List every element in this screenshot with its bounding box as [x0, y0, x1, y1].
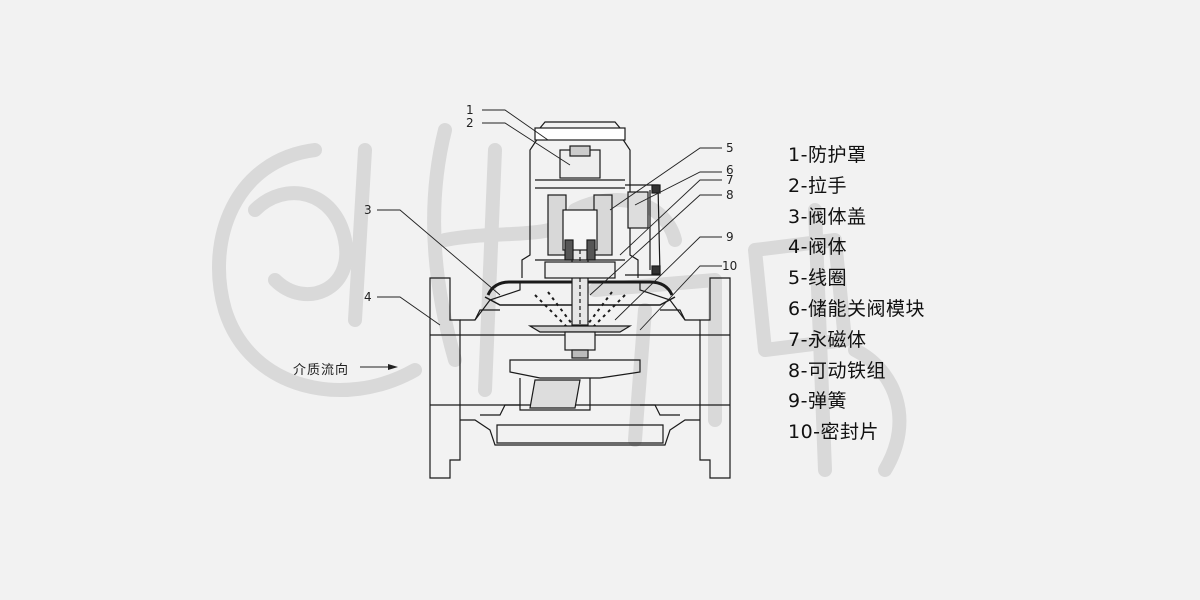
legend-item: 6-储能关阀模块 [788, 297, 925, 320]
callout-2: 2 [466, 116, 474, 130]
callout-1: 1 [466, 103, 474, 117]
callout-8: 8 [726, 188, 734, 202]
leader-10 [639, 265, 722, 331]
parts-legend: 1-防护罩 2-拉手 3-阀体盖 4-阀体 5-线圈 6-储能关阀模块 7-永磁… [788, 140, 925, 448]
legend-item: 10-密封片 [788, 421, 880, 444]
legend-item: 1-防护罩 [788, 144, 867, 166]
legend-item: 9-弹簧 [788, 390, 847, 413]
right-flange [699, 277, 731, 479]
leader-9 [614, 236, 722, 321]
legend-item: 7-永磁体 [788, 328, 867, 351]
leader-7 [619, 179, 722, 256]
callout-5: 5 [726, 141, 734, 155]
legend-item: 4-阀体 [788, 236, 847, 259]
callout-9: 9 [726, 230, 734, 244]
leader-8 [589, 194, 722, 296]
leader-3 [377, 209, 501, 296]
callout-6: 6 [726, 163, 734, 177]
leader-5 [609, 147, 722, 211]
legend-item: 3-阀体盖 [788, 205, 867, 228]
energy-module [625, 184, 661, 276]
legend-item: 2-拉手 [788, 174, 847, 197]
leader-6 [634, 171, 722, 206]
inner-partition [509, 359, 641, 379]
callout-10: 10 [722, 259, 738, 273]
leader-1 [482, 109, 549, 141]
callout-7: 7 [726, 173, 734, 187]
valve-body-bottom [460, 419, 700, 446]
leader-4 [377, 296, 441, 326]
left-flange [429, 277, 461, 479]
legend-item: 8-可动铁组 [788, 359, 886, 382]
flow-direction-label: 介质流向 [293, 363, 350, 378]
leader-2 [482, 122, 571, 166]
callout-3: 3 [364, 203, 372, 217]
legend-item: 5-线圈 [788, 267, 847, 290]
bottom-cavity [496, 424, 664, 444]
flow-arrow [360, 364, 398, 370]
callout-4: 4 [364, 290, 372, 304]
